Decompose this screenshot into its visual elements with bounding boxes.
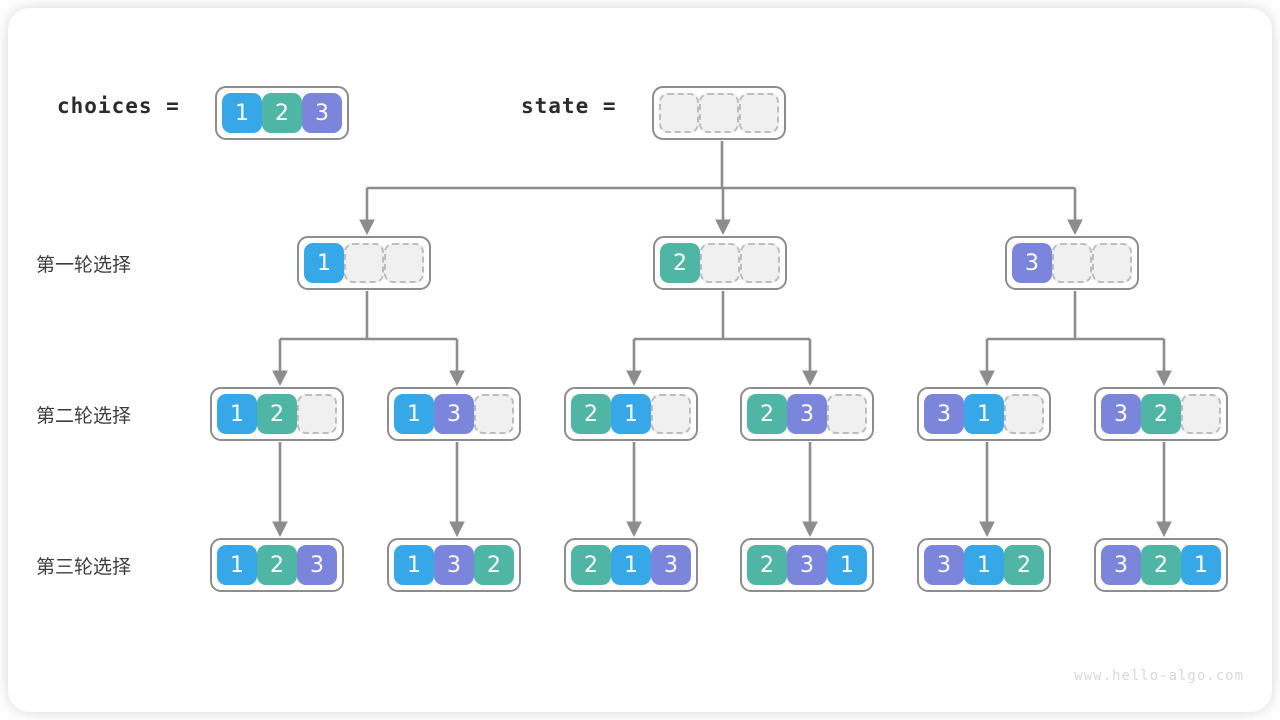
array-cell-value: 2 — [571, 394, 611, 434]
array-cell-empty — [344, 243, 384, 283]
row-label-round-3: 第三轮选择 — [36, 556, 132, 578]
array-cell-value: 2 — [660, 243, 700, 283]
array-cell-empty — [739, 93, 779, 133]
array-cell-value: 1 — [217, 545, 257, 585]
array-cell-value: 3 — [434, 394, 474, 434]
array-cell-empty — [651, 394, 691, 434]
round1-node-3: 3 — [1005, 236, 1139, 290]
array-cell-value: 3 — [924, 545, 964, 585]
array-cell-value: 2 — [474, 545, 514, 585]
array-cell-empty — [827, 394, 867, 434]
array-cell-value: 1 — [217, 394, 257, 434]
array-cell-empty — [1052, 243, 1092, 283]
array-cell-empty — [1004, 394, 1044, 434]
array-cell-value: 2 — [1141, 545, 1181, 585]
array-cell-value: 1 — [222, 93, 262, 133]
array-cell-value: 1 — [1181, 545, 1221, 585]
array-cell-value: 2 — [1004, 545, 1044, 585]
array-cell-value: 3 — [787, 394, 827, 434]
round1-node-2: 2 — [653, 236, 787, 290]
array-cell-empty — [474, 394, 514, 434]
array-cell-value: 2 — [257, 394, 297, 434]
array-cell-value: 3 — [1012, 243, 1052, 283]
array-cell-value: 1 — [304, 243, 344, 283]
array-cell-value: 3 — [297, 545, 337, 585]
array-cell-empty — [384, 243, 424, 283]
array-cell-value: 1 — [611, 394, 651, 434]
array-cell-value: 2 — [571, 545, 611, 585]
array-cell-value: 2 — [747, 394, 787, 434]
array-cell-empty — [1181, 394, 1221, 434]
array-cell-value: 3 — [1101, 545, 1141, 585]
choices-label: choices = — [57, 94, 180, 118]
array-cell-value: 2 — [1141, 394, 1181, 434]
state-array — [652, 86, 786, 140]
array-cell-empty — [659, 93, 699, 133]
array-cell-value: 2 — [262, 93, 302, 133]
array-cell-value: 1 — [394, 545, 434, 585]
array-cell-empty — [699, 93, 739, 133]
array-cell-value: 1 — [611, 545, 651, 585]
array-cell-value: 2 — [257, 545, 297, 585]
array-cell-value: 2 — [747, 545, 787, 585]
watermark: www.hello-algo.com — [1074, 668, 1244, 684]
array-cell-empty — [297, 394, 337, 434]
state-label: state = — [521, 94, 617, 118]
array-cell-empty — [700, 243, 740, 283]
array-cell-value: 3 — [787, 545, 827, 585]
array-cell-value: 1 — [394, 394, 434, 434]
row-label-round-1: 第一轮选择 — [36, 254, 132, 276]
array-cell-value: 1 — [964, 545, 1004, 585]
array-cell-value: 1 — [964, 394, 1004, 434]
array-cell-value: 3 — [1101, 394, 1141, 434]
array-cell-value: 3 — [434, 545, 474, 585]
row-label-round-2: 第二轮选择 — [36, 405, 132, 427]
array-cell-empty — [1092, 243, 1132, 283]
array-cell-value: 3 — [302, 93, 342, 133]
array-cell-value: 3 — [924, 394, 964, 434]
round1-node-1: 1 — [297, 236, 431, 290]
diagram-card — [8, 8, 1272, 712]
array-cell-value: 1 — [827, 545, 867, 585]
array-cell-value: 3 — [651, 545, 691, 585]
array-cell-empty — [740, 243, 780, 283]
